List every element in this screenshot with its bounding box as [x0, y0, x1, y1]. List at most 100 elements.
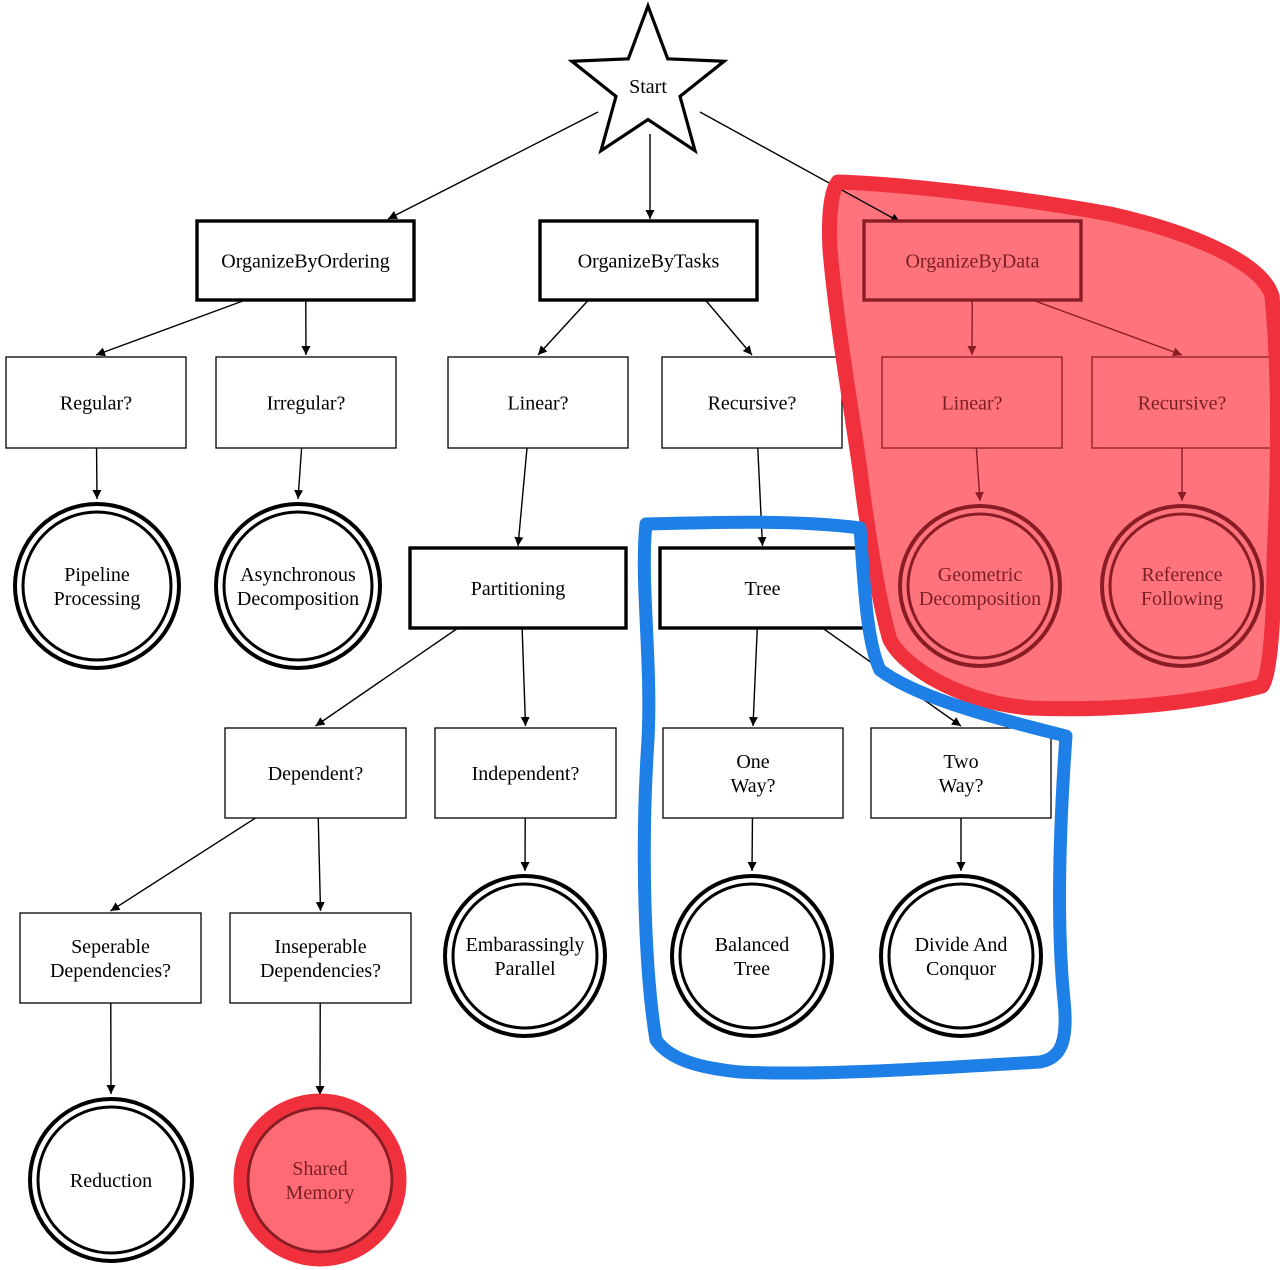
node-circle-inner [906, 512, 1054, 660]
node-box [447, 356, 629, 449]
edge-organize-by-tasks-to-tasks-recursive [704, 299, 753, 356]
node-label: Irregular? [267, 393, 346, 415]
node-label: Processing [54, 588, 141, 610]
node-label: Regular? [60, 393, 132, 415]
edge-dependent-to-seperable-dependencies [110, 817, 256, 912]
node-label: Inseperable [274, 936, 366, 958]
node-regular: Regular? [5, 356, 187, 449]
node-label: Reduction [70, 1170, 152, 1192]
node-dependent: Dependent? [224, 727, 407, 819]
node-label: Dependencies? [260, 960, 381, 982]
node-circle-outer [1100, 504, 1264, 668]
node-label: Two [943, 751, 978, 773]
node-tasks-recursive: Recursive? [661, 356, 843, 449]
edge-data-linear-to-geometric-decomposition [974, 447, 984, 502]
node-circle-outer [443, 874, 607, 1038]
node-circle-outer [670, 874, 834, 1038]
node-label: Decomposition [919, 588, 1041, 610]
node-circle-inner [1108, 512, 1256, 660]
shared-memory-highlight-fill [242, 1102, 398, 1258]
node-organize-by-data: OrganizeByData [862, 219, 1083, 302]
node-label: OrganizeByOrdering [221, 251, 389, 273]
node-organize-by-ordering: OrganizeByOrdering [195, 219, 416, 302]
node-label: Way? [730, 775, 775, 797]
node-box [224, 727, 407, 819]
node-box [870, 727, 1052, 819]
edge-partitioning-to-dependent [315, 627, 459, 727]
edge-start-to-organize-by-ordering [387, 111, 599, 220]
node-label: Decomposition [237, 588, 359, 610]
node-box [434, 727, 617, 819]
node-label: Start [629, 76, 667, 98]
node-label: Dependent? [268, 763, 364, 785]
edge-organize-by-tasks-to-tasks-linear [537, 299, 590, 356]
node-label: Tree [745, 578, 781, 600]
node-circle-inner [246, 1106, 394, 1254]
node-box [19, 912, 202, 1004]
edge-organize-by-ordering-to-regular [95, 299, 246, 357]
node-label: Balanced [715, 934, 789, 956]
node-box [862, 219, 1083, 302]
node-label: Reference [1141, 564, 1222, 586]
node-label: Tree [734, 958, 770, 980]
node-label: Shared [292, 1158, 348, 1180]
node-label: Conquor [926, 958, 996, 980]
node-label: Divide And [915, 934, 1008, 956]
start-star-shape [567, 1, 729, 155]
node-label: Dependencies? [50, 960, 171, 982]
node-label: Pipeline [64, 564, 130, 586]
edge-start-to-organize-by-data [699, 111, 901, 223]
node-label: Embarassingly [466, 934, 585, 956]
node-box [538, 219, 759, 302]
node-irregular: Irregular? [215, 356, 397, 449]
node-box [5, 356, 187, 449]
node-independent: Independent? [434, 727, 617, 819]
edge-organize-by-data-to-data-recursive [1032, 299, 1183, 357]
red-highlight-fill [831, 176, 1280, 708]
red-highlight-outline [822, 174, 1280, 717]
node-label: Recursive? [708, 393, 797, 415]
edge-irregular-to-asynchronous-decomposition [294, 447, 304, 500]
node-circle-inner [36, 1105, 186, 1255]
node-circle-outer [28, 1097, 194, 1263]
node-label: Independent? [472, 763, 580, 785]
node-label: Parallel [494, 958, 556, 980]
node-label: Linear? [507, 393, 568, 415]
node-data-linear: Linear? [881, 356, 1063, 449]
node-label: OrganizeByTasks [578, 251, 720, 273]
edge-tasks-recursive-to-tree [757, 447, 767, 547]
node-circle-inner [21, 510, 173, 662]
node-box [658, 546, 867, 630]
node-box [408, 546, 628, 630]
node-label: Asynchronous [240, 564, 356, 586]
node-reduction: Reduction [28, 1097, 194, 1263]
node-label: One [736, 751, 769, 773]
edge-dependent-to-inseperable-dependencies [315, 817, 325, 912]
edge-tree-to-one-way [748, 627, 758, 727]
shared-memory-highlight-ring [233, 1093, 407, 1267]
node-label: Memory [286, 1182, 355, 1204]
node-box [662, 727, 844, 819]
node-box [661, 356, 843, 449]
node-label: Partitioning [471, 578, 565, 600]
node-tree: Tree [658, 546, 867, 630]
node-box [881, 356, 1063, 449]
node-start: Start [567, 1, 729, 155]
node-circle-outer [898, 504, 1062, 668]
node-box [229, 912, 412, 1004]
node-tasks-linear: Linear? [447, 356, 629, 449]
blue-outline-tree [637, 515, 1073, 1080]
edge-partitioning-to-independent [520, 627, 530, 727]
node-label: Way? [938, 775, 983, 797]
